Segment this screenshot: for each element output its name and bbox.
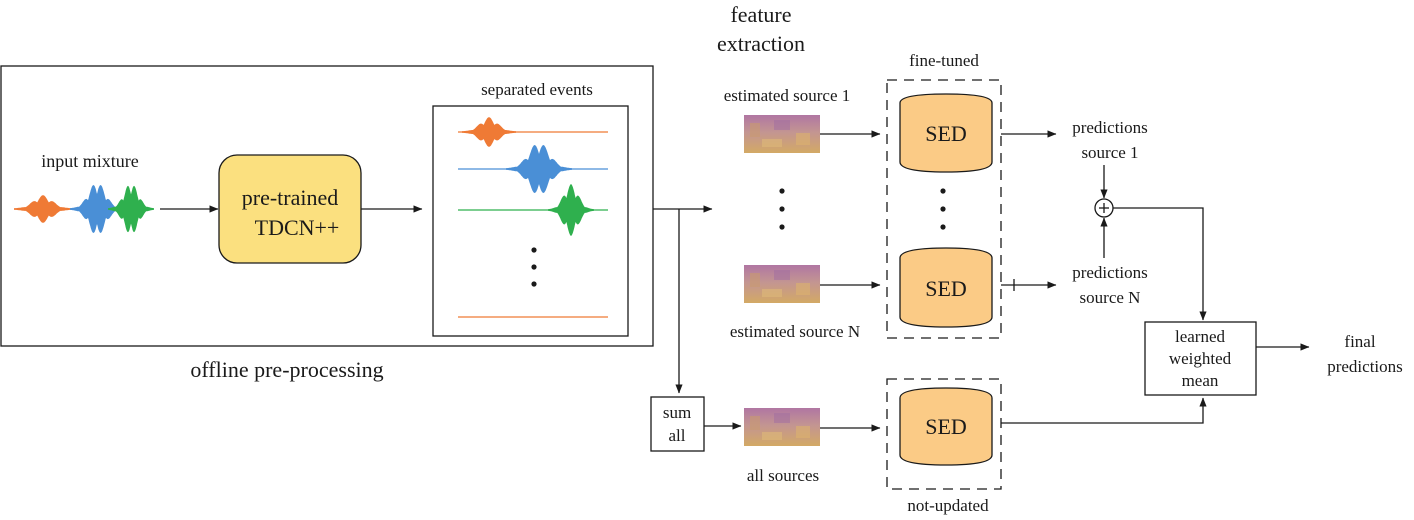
wire-plus-to-lwm: [1113, 207, 1207, 321]
input-mixture-waveform-icon: [14, 185, 154, 233]
offline-preprocessing-label: offline pre-processing: [190, 357, 383, 382]
feature-extraction-line2: extraction: [717, 31, 805, 56]
sed-block-source-1: [899, 93, 993, 173]
lwm-line3: mean: [1182, 371, 1219, 390]
predictions-1-line2: source 1: [1081, 143, 1138, 162]
predictions-n-line1: predictions: [1072, 263, 1148, 282]
learned-weighted-mean-box: [1144, 321, 1257, 396]
estimated-source-1-label: estimated source 1: [724, 86, 851, 105]
predictions-n-line2: source N: [1080, 288, 1141, 307]
sed-n-label: SED: [925, 276, 967, 301]
plus-circle-icon: [1094, 198, 1114, 218]
sed-1-label: SED: [925, 121, 967, 146]
ellipsis-dots-icon-sed: [940, 188, 946, 230]
not-updated-label: not-updated: [907, 496, 989, 515]
waveform-blue: [70, 185, 124, 233]
spectrogram-icon-source-1: [744, 115, 820, 153]
sum-all-box: [650, 396, 705, 452]
sum-all-line2: all: [669, 426, 686, 445]
waveform-green: [108, 185, 154, 233]
final-predictions-line2: predictions: [1327, 357, 1403, 376]
input-mixture-label: input mixture: [41, 151, 139, 171]
wire-sedall-to-lwm: [1001, 397, 1207, 424]
ellipsis-dots-icon: [531, 247, 537, 287]
offline-preprocessing-box: [0, 65, 654, 347]
sed-all-label: SED: [925, 414, 967, 439]
final-predictions-line1: final: [1344, 332, 1375, 351]
fine-tuned-label: fine-tuned: [909, 51, 979, 70]
sum-all-line1: sum: [663, 403, 691, 422]
sed-block-all-sources: [899, 387, 993, 466]
predictions-1-line1: predictions: [1072, 118, 1148, 137]
tdcn-label-line1: pre-trained: [242, 185, 339, 210]
event-waveform-orange: [462, 117, 516, 147]
feature-extraction-line1: feature: [730, 2, 791, 27]
estimated-source-n-label: estimated source N: [730, 322, 860, 341]
waveform-orange: [14, 195, 72, 223]
spectrogram-icon-all-sources: [744, 408, 820, 446]
separated-events-box: [432, 105, 629, 337]
sed-block-source-n: [899, 247, 993, 328]
tdcn-label-line2: TDCN++: [255, 215, 340, 240]
spectrogram-icon-source-n: [744, 265, 820, 303]
event-waveform-blue: [506, 145, 572, 193]
event-waveform-green: [548, 184, 594, 236]
lwm-line1: learned: [1175, 327, 1226, 346]
ellipsis-dots-icon-features: [779, 188, 785, 230]
all-sources-label: all sources: [747, 466, 819, 485]
lwm-line2: weighted: [1169, 349, 1232, 368]
fine-tuned-region: [886, 79, 1002, 339]
not-updated-region: [886, 378, 1002, 490]
separated-events-label: separated events: [481, 80, 593, 99]
